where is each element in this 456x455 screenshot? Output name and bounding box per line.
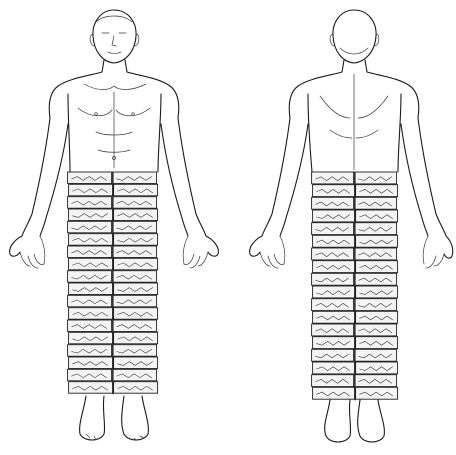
back-head (330, 10, 379, 63)
back-right-arm (401, 118, 446, 236)
front-torso (49, 72, 178, 172)
front-left-hand (10, 236, 45, 268)
front-neck (102, 60, 127, 72)
back-right-hand (423, 236, 453, 268)
back-torso (289, 72, 418, 172)
back-feet (325, 400, 385, 442)
back-view (250, 10, 453, 442)
back-leg-grid (312, 172, 398, 400)
front-feet (80, 396, 149, 440)
front-leg-grid (68, 172, 158, 394)
front-right-hand (183, 236, 218, 268)
back-left-arm (262, 118, 308, 236)
back-neck (342, 60, 367, 72)
front-right-arm (161, 118, 206, 236)
front-head (90, 10, 139, 63)
front-left-arm (22, 118, 68, 236)
front-view (10, 10, 219, 440)
back-left-hand (250, 236, 285, 268)
